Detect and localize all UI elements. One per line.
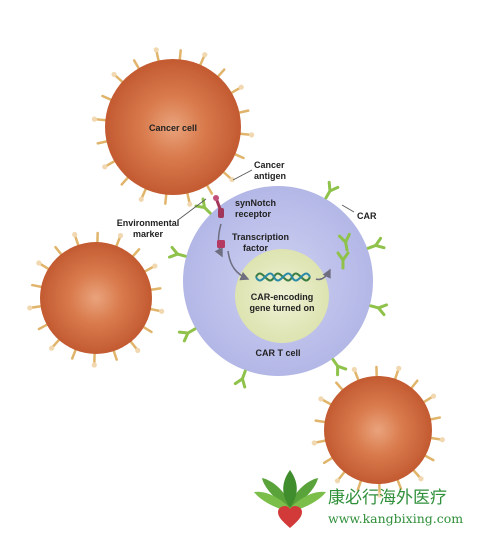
antigen-bulb	[351, 366, 357, 373]
antigen-bulb	[439, 437, 445, 443]
synnotch-label-line2: receptor	[235, 209, 272, 219]
cancer-antigen-label-line2: antigen	[254, 171, 286, 181]
transcription-factor-icon	[217, 240, 225, 248]
cancer-cell-top: Cancer cell	[105, 59, 241, 195]
car-receptor-icon	[324, 180, 340, 200]
antigen-bulb	[159, 308, 165, 314]
antigen-bulb	[318, 396, 324, 402]
gene-label-line1: CAR-encoding	[251, 292, 314, 302]
watermark: 康必行海外医疗 www.kangbixing.com	[254, 470, 463, 528]
antigen-bulb	[117, 233, 124, 239]
cancer-cell-label: Cancer cell	[149, 123, 197, 133]
antigen-bulb	[430, 393, 437, 399]
car-label: CAR	[357, 211, 377, 221]
car-receptor-icon	[177, 327, 197, 343]
antigen-bulb	[135, 347, 141, 354]
annotation-labels: Cancer antigen Environmental marker synN…	[117, 160, 377, 253]
environmental-marker-label-line1: Environmental	[117, 218, 180, 228]
antigen-bulb	[376, 492, 383, 498]
antigen-bulb	[49, 345, 55, 351]
cancer-cell-bottom-right	[324, 376, 432, 484]
nucleus: CAR-encoding gene turned on	[235, 249, 329, 343]
car-receptor-icon	[194, 197, 212, 215]
transcription-label-line1: Transcription	[232, 232, 289, 242]
environmental-marker-label-line2: marker	[133, 229, 164, 239]
car-receptors	[167, 180, 389, 389]
transcription-label-line2: factor	[243, 243, 269, 253]
watermark-url: www.kangbixing.com	[328, 511, 463, 526]
antigen-bulb	[102, 164, 108, 170]
antigen-bulb	[91, 362, 97, 368]
antigen-bulb	[36, 260, 42, 266]
antigen-bulb	[111, 71, 117, 78]
antigen-bulb	[27, 305, 33, 311]
antigen-bulb	[249, 132, 255, 138]
gene-label-line2: gene turned on	[250, 303, 315, 313]
lotus-heart-icon	[254, 470, 326, 528]
antigen-bulb	[229, 176, 235, 183]
antigen-bulb	[187, 201, 193, 207]
car-receptor-icon	[336, 251, 350, 270]
car-receptor-icon	[366, 236, 386, 250]
antigen-bulb	[138, 196, 144, 202]
antigen-bulb	[311, 440, 317, 446]
antigen-bulb	[72, 231, 78, 238]
car-receptor-icon	[233, 369, 247, 389]
watermark-name: 康必行海外医疗	[328, 488, 447, 508]
antigen-bulb	[202, 52, 208, 58]
car-t-cell-label: CAR T cell	[255, 348, 300, 358]
synnotch-label-line1: synNotch	[235, 198, 276, 208]
dna-helix-icon	[255, 272, 311, 282]
antigen-bulb	[153, 47, 159, 53]
antigen-bulb	[334, 478, 341, 484]
antigen-bulb	[91, 116, 97, 122]
car-receptor-icon	[167, 245, 187, 259]
car-receptor-icon	[331, 358, 348, 377]
antigen-bulb	[396, 365, 402, 371]
cancer-antigen-label-line1: Cancer	[254, 160, 285, 170]
car-receptor-icon	[369, 303, 389, 317]
cancer-cell-left	[40, 242, 152, 354]
antigen-bulb	[152, 263, 158, 269]
car-receptor-icon	[337, 232, 351, 252]
antigen-bulb	[238, 84, 244, 90]
antigen-bulb	[418, 476, 424, 482]
synnotch-receptor-icon	[213, 195, 224, 218]
